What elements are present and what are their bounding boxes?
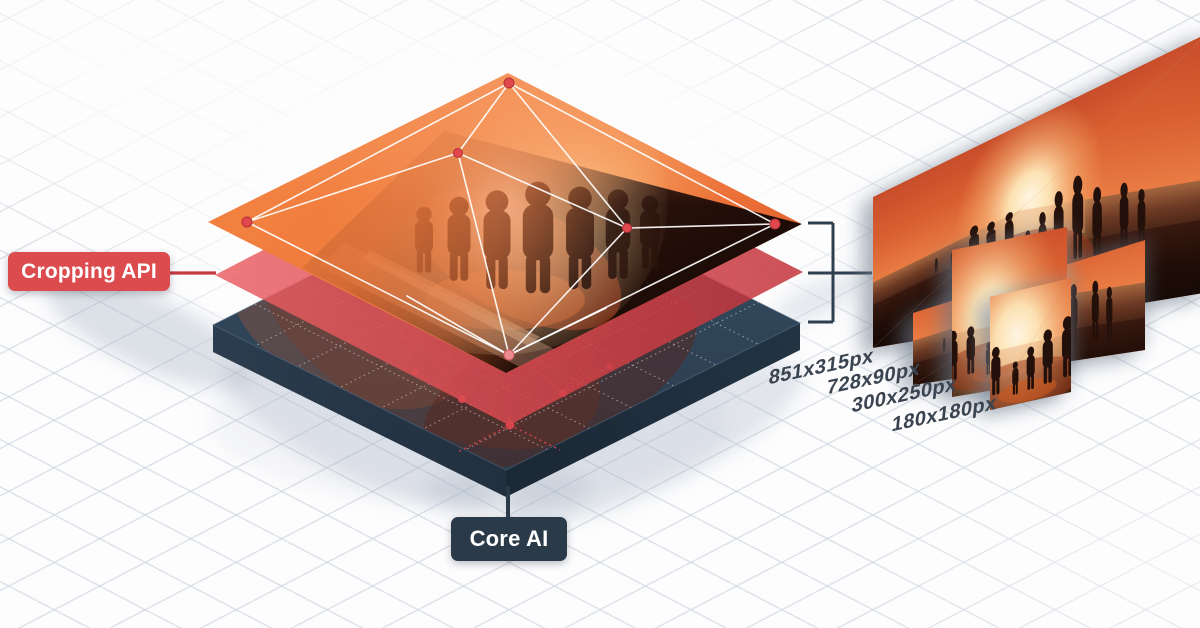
- saliency-mesh: [246, 82, 776, 356]
- image-layer: [208, 73, 802, 373]
- bracket-connector: [808, 221, 872, 324]
- core-ai-label: Core AI: [451, 517, 567, 561]
- saliency-mesh-nodes: [241, 77, 781, 361]
- cropping-api-label: Cropping API: [8, 252, 170, 291]
